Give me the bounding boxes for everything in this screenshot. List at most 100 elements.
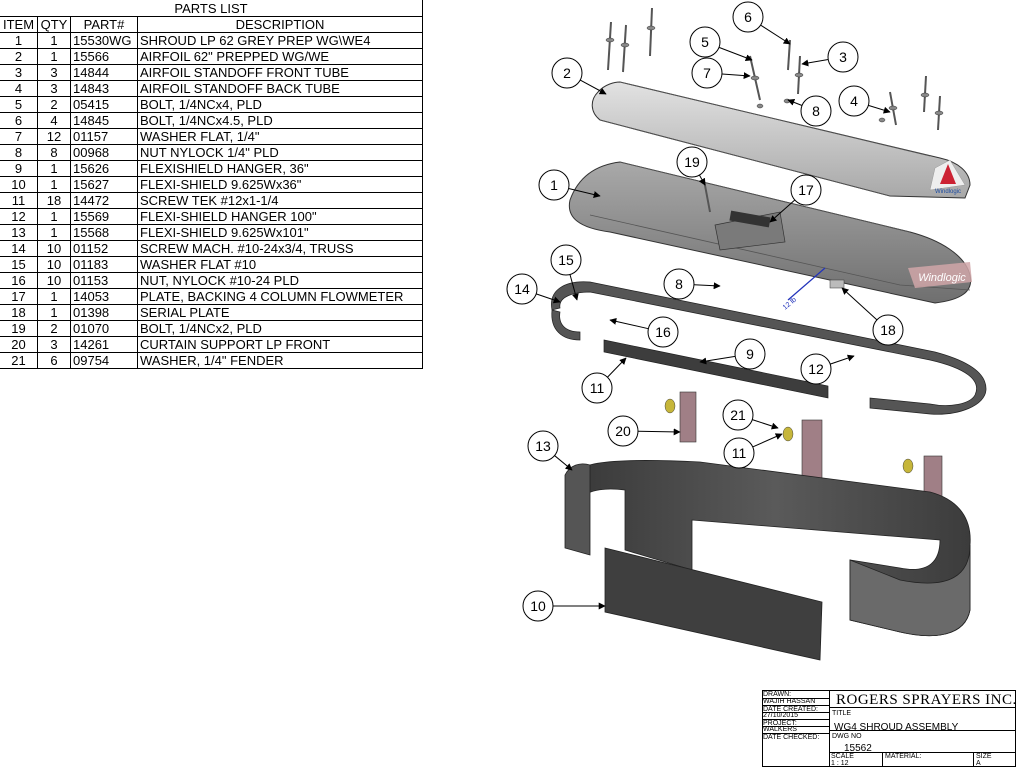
- balloon-circle: [676, 146, 708, 178]
- balloon-circle: [506, 273, 538, 305]
- cell-part: 01398: [70, 304, 138, 321]
- cell-description: NUT NYLOCK 1/4" PLD: [137, 144, 423, 161]
- balloon-label: 7: [703, 65, 711, 81]
- cell-qty: 1: [37, 224, 71, 241]
- logo-text-large: Windlogic: [918, 272, 966, 284]
- tb-material: MATERIAL:: [882, 752, 974, 767]
- balloon-circle: [800, 353, 832, 385]
- cell-item: 10: [0, 176, 38, 193]
- balloon-circle: [522, 590, 554, 622]
- cell-qty: 6: [37, 352, 71, 369]
- cell-description: AIRFOIL STANDOFF FRONT TUBE: [137, 64, 423, 81]
- balloon-circle: [663, 268, 695, 300]
- tb-company: ROGERS SPRAYERS INC.: [829, 690, 1016, 708]
- dwg-no-value: 15562: [844, 743, 872, 753]
- cell-description: NUT, NYLOCK #10-24 PLD: [137, 272, 423, 289]
- balloon-leader: [569, 274, 579, 301]
- cell-description: FLEXI-SHIELD 9.625Wx36": [137, 176, 423, 193]
- cell-description: WASHER FLAT #10: [137, 256, 423, 273]
- cell-qty: 1: [37, 208, 71, 225]
- size-value: A: [976, 760, 981, 767]
- balloon-label: 2: [563, 65, 571, 81]
- cell-part: 14261: [70, 336, 138, 353]
- cell-qty: 10: [37, 240, 71, 257]
- title-label: TITLE: [832, 710, 852, 717]
- cell-description: SERIAL PLATE: [137, 304, 423, 321]
- cell-qty: 1: [37, 48, 71, 65]
- cell-description: FLEXI-SHIELD HANGER 100": [137, 208, 423, 225]
- cell-item: 15: [0, 256, 38, 273]
- balloon-label: 11: [732, 445, 747, 461]
- cell-part: 01152: [70, 240, 138, 257]
- balloon-circle: [550, 244, 582, 276]
- size-label: SIZE: [976, 753, 992, 760]
- cell-qty: 1: [37, 288, 71, 305]
- material-label: MATERIAL:: [885, 753, 922, 760]
- cell-part: 09754: [70, 352, 138, 369]
- cell-part: 01153: [70, 272, 138, 289]
- cell-item: 14: [0, 240, 38, 257]
- hanger-100-part: [551, 281, 987, 415]
- cell-qty: 3: [37, 64, 71, 81]
- cell-part: 01157: [70, 128, 138, 145]
- cell-part: 15569: [70, 208, 138, 225]
- balloon-label: 18: [880, 322, 896, 338]
- cell-qty: 1: [37, 160, 71, 177]
- tb-dwg-no: DWG NO 15562: [829, 730, 1016, 753]
- cell-part: 14472: [70, 192, 138, 209]
- balloon-leader: [699, 355, 736, 365]
- balloon-circle: [723, 437, 755, 469]
- cell-qty: 3: [37, 336, 71, 353]
- cell-item: 2: [0, 48, 38, 65]
- balloon-leader: [801, 59, 829, 67]
- balloon-leader: [698, 174, 706, 186]
- balloon-leader: [693, 282, 721, 290]
- balloon-circle: [647, 316, 679, 348]
- balloon-label: 21: [730, 407, 746, 423]
- scale-label: SCALE: [831, 753, 854, 760]
- balloon-circle: [732, 1, 764, 33]
- header-part: PART#: [70, 16, 138, 33]
- cell-part: 15627: [70, 176, 138, 193]
- cell-description: WASHER FLAT, 1/4": [137, 128, 423, 145]
- balloon-leader: [579, 79, 607, 95]
- balloon-circle: [827, 41, 859, 73]
- date-created-label: DATE CREATED:: [763, 706, 818, 713]
- cell-item: 18: [0, 304, 38, 321]
- balloon-label: 1: [550, 177, 558, 193]
- cell-description: FLEXISHIELD HANGER, 36": [137, 160, 423, 177]
- cell-description: BOLT, 1/4NCx4, PLD: [137, 96, 423, 113]
- cell-item: 21: [0, 352, 38, 369]
- cell-part: 15626: [70, 160, 138, 177]
- balloon-label: 10: [530, 598, 546, 614]
- balloon-label: 14: [514, 281, 530, 297]
- cell-item: 4: [0, 80, 38, 97]
- balloon-label: 8: [812, 103, 820, 119]
- title-block: DRAWN: WAJIH HASSAN DATE CREATED: 27/10/…: [762, 690, 1016, 767]
- cell-part: 14845: [70, 112, 138, 129]
- cell-qty: 18: [37, 192, 71, 209]
- cell-item: 9: [0, 160, 38, 177]
- balloon-circle: [607, 415, 639, 447]
- cell-item: 5: [0, 96, 38, 113]
- cell-part: 01070: [70, 320, 138, 337]
- cell-item: 20: [0, 336, 38, 353]
- balloon-leader: [841, 287, 878, 321]
- cell-part: 15568: [70, 224, 138, 241]
- balloon-label: 8: [675, 276, 683, 292]
- cell-part: 05415: [70, 96, 138, 113]
- cell-qty: 1: [37, 304, 71, 321]
- airfoil-part: Windlogic: [591, 81, 971, 199]
- fender-washers: [664, 398, 914, 474]
- balloon-circle: [689, 26, 721, 58]
